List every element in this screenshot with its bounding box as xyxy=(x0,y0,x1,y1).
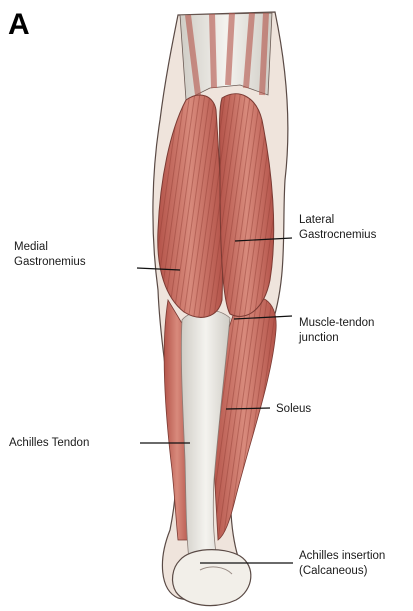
label-medial-line1: Medial xyxy=(14,240,86,255)
label-lateral-gastrocnemius: Lateral Gastrocnemius xyxy=(299,213,376,243)
label-lateral-line1: Lateral xyxy=(299,213,376,228)
label-medial-gastrocnemius: Medial Gastronemius xyxy=(14,240,86,270)
panel-letter: A xyxy=(8,8,30,42)
calcaneus-heel xyxy=(173,550,251,606)
label-achilles-insertion: Achilles insertion (Calcaneous) xyxy=(299,549,385,579)
label-lateral-line2: Gastrocnemius xyxy=(299,228,376,243)
label-soleus-text: Soleus xyxy=(276,402,311,417)
label-insertion-line1: Achilles insertion xyxy=(299,549,385,564)
label-junction-line1: Muscle-tendon xyxy=(299,316,374,331)
label-junction-line2: junction xyxy=(299,331,374,346)
label-medial-line2: Gastronemius xyxy=(14,255,86,270)
label-achilles-tendon-text: Achilles Tendon xyxy=(9,436,89,451)
label-achilles-tendon: Achilles Tendon xyxy=(9,436,89,451)
label-insertion-line2: (Calcaneous) xyxy=(299,564,385,579)
label-muscle-tendon-junction: Muscle-tendon junction xyxy=(299,316,374,346)
label-soleus: Soleus xyxy=(276,402,311,417)
